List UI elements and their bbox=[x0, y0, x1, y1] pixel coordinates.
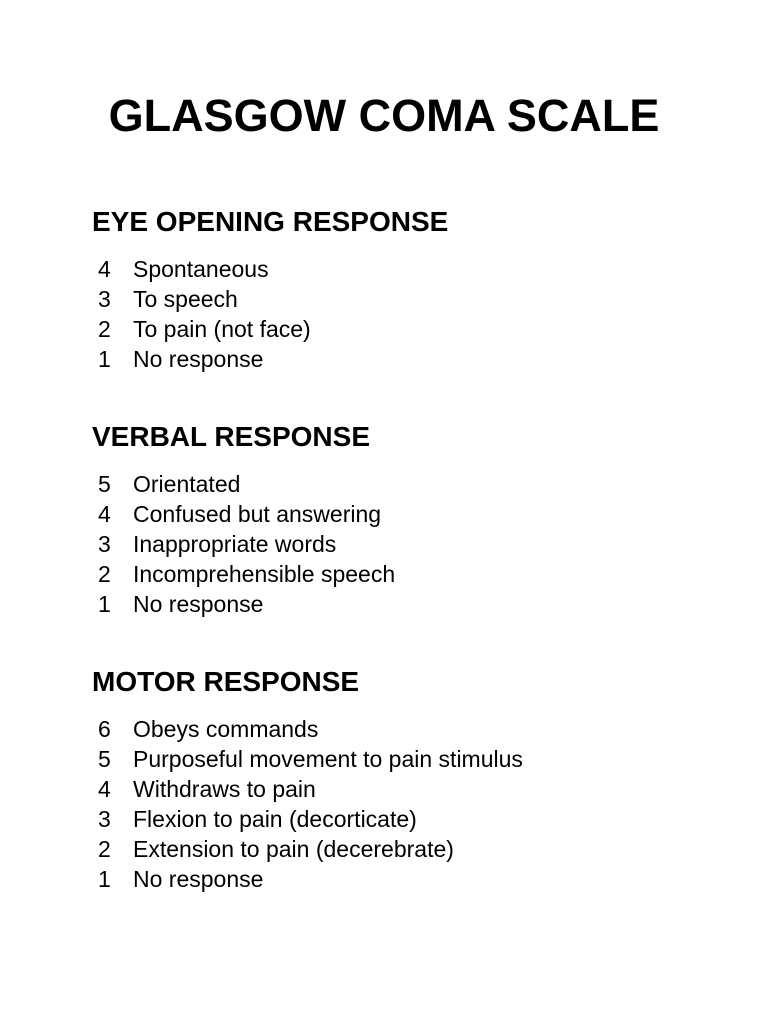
score-label: No response bbox=[133, 591, 264, 617]
score-value: 2 bbox=[98, 836, 111, 862]
score-row: 3 To speech bbox=[92, 284, 728, 314]
score-label: Confused but answering bbox=[133, 501, 382, 527]
score-label: Inappropriate words bbox=[133, 531, 337, 557]
score-row: 6 Obeys commands bbox=[92, 714, 728, 744]
score-value: 4 bbox=[98, 256, 111, 282]
score-list: 4 Spontaneous 3 To speech 2 To pain (not fa… bbox=[92, 254, 728, 374]
scale-section: VERBAL RESPONSE 5 Orientated 4 Confused bu… bbox=[92, 420, 728, 619]
score-row: 3 Inappropriate words bbox=[92, 529, 728, 559]
score-label: Spontaneous bbox=[133, 256, 269, 282]
sections-container: EYE OPENING RESPONSE 4 Spontaneous 3 To sp… bbox=[92, 205, 728, 894]
score-value: 5 bbox=[98, 746, 111, 772]
score-value: 1 bbox=[98, 346, 111, 372]
score-row: 2 Extension to pain (decerebrate) bbox=[92, 834, 728, 864]
score-row: 2 Incomprehensible speech bbox=[92, 559, 728, 589]
section-heading: MOTOR RESPONSE bbox=[92, 666, 360, 697]
score-row: 1 No response bbox=[92, 589, 728, 619]
score-label: Purposeful movement to pain stimulus bbox=[133, 746, 523, 772]
scale-section: EYE OPENING RESPONSE 4 Spontaneous 3 To sp… bbox=[92, 205, 728, 374]
score-label: Obeys commands bbox=[133, 716, 319, 742]
score-value: 6 bbox=[98, 716, 111, 742]
score-value: 1 bbox=[98, 591, 111, 617]
score-row: 4 Spontaneous bbox=[92, 254, 728, 284]
score-value: 3 bbox=[98, 286, 111, 312]
section-heading: VERBAL RESPONSE bbox=[92, 421, 370, 452]
score-value: 2 bbox=[98, 561, 111, 587]
score-list: 5 Orientated 4 Confused but answering 3 Ina… bbox=[92, 469, 728, 619]
score-label: No response bbox=[133, 866, 264, 892]
score-value: 3 bbox=[98, 806, 111, 832]
score-label: Extension to pain (decerebrate) bbox=[133, 836, 454, 862]
score-row: 4 Confused but answering bbox=[92, 499, 728, 529]
page-title: GLASGOW COMA SCALE bbox=[108, 90, 660, 141]
score-list: 6 Obeys commands 5 Purposeful movement to … bbox=[92, 714, 728, 894]
score-row: 4 Withdraws to pain bbox=[92, 774, 728, 804]
score-label: Flexion to pain (decorticate) bbox=[133, 806, 417, 832]
score-row: 1 No response bbox=[92, 344, 728, 374]
score-row: 5 Orientated bbox=[92, 469, 728, 499]
score-label: Incomprehensible speech bbox=[133, 561, 396, 587]
score-label: To pain (not face) bbox=[133, 316, 311, 342]
score-row: 2 To pain (not face) bbox=[92, 314, 728, 344]
score-label: Orientated bbox=[133, 471, 241, 497]
score-row: 1 No response bbox=[92, 864, 728, 894]
score-row: 5 Purposeful movement to pain stimulus bbox=[92, 744, 728, 774]
section-heading: EYE OPENING RESPONSE bbox=[92, 206, 449, 237]
score-value: 5 bbox=[98, 471, 111, 497]
score-label: Withdraws to pain bbox=[133, 776, 316, 802]
score-label: No response bbox=[133, 346, 264, 372]
score-value: 4 bbox=[98, 776, 111, 802]
score-value: 3 bbox=[98, 531, 111, 557]
score-value: 1 bbox=[98, 866, 111, 892]
scale-section: MOTOR RESPONSE 6 Obeys commands 5 Purposef… bbox=[92, 665, 728, 894]
score-label: To speech bbox=[133, 286, 238, 312]
score-value: 4 bbox=[98, 501, 111, 527]
score-row: 3 Flexion to pain (decorticate) bbox=[92, 804, 728, 834]
score-value: 2 bbox=[98, 316, 111, 342]
